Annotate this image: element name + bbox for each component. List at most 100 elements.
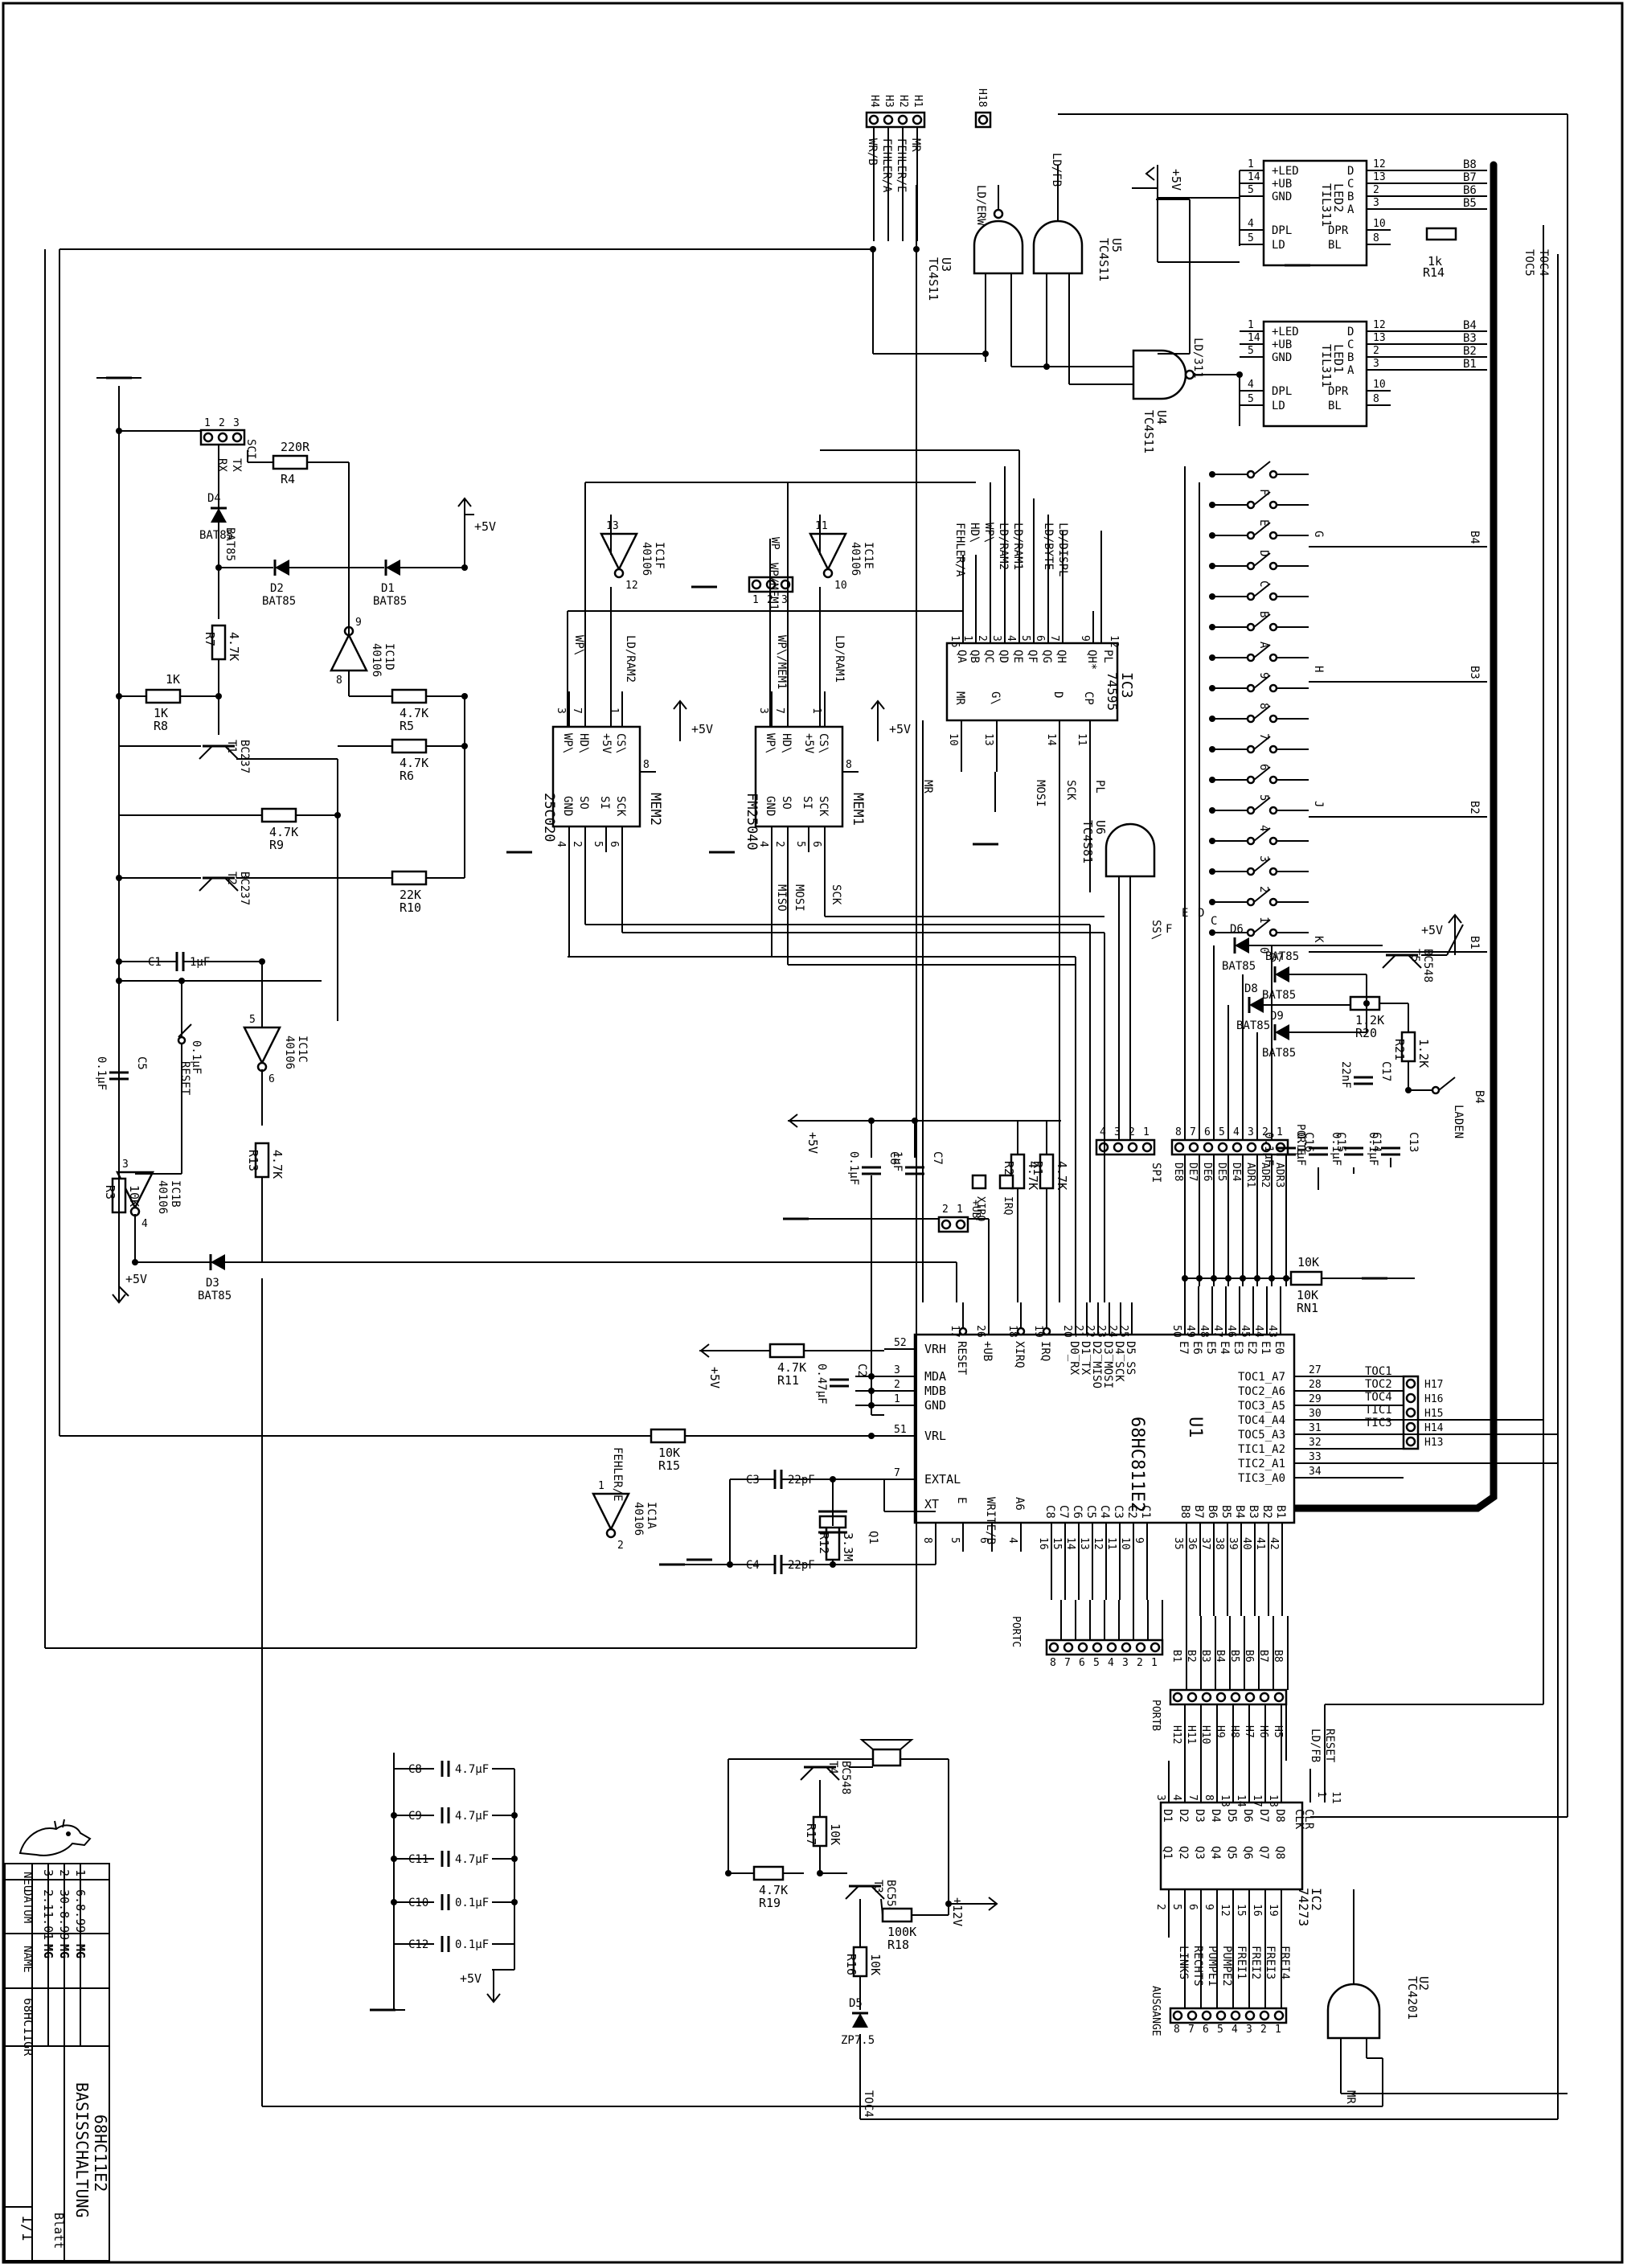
- top-signal: FEHLER/E: [895, 138, 908, 192]
- mcu-pin-TIC3_A0: TIC3_A0: [1238, 1472, 1285, 1485]
- timer-signal: TOC4: [1365, 1391, 1392, 1404]
- supply-arrow: [112, 1294, 126, 1304]
- d1-value: BAT85: [373, 595, 407, 608]
- d5-ref: D5: [849, 1997, 863, 2010]
- led-pin: DPR: [1328, 385, 1349, 398]
- ic2-pin: D7: [1257, 1809, 1270, 1823]
- toc5-label: TOC5: [1522, 249, 1535, 277]
- wp-pin: 1: [752, 594, 759, 606]
- diode-d6: [1235, 937, 1249, 954]
- pin-num: 18: [1267, 1794, 1279, 1807]
- pin-num: 13: [1373, 171, 1386, 183]
- c12-ref: C12: [408, 1938, 428, 1951]
- c6-value: 0.1µF: [847, 1151, 860, 1185]
- header-pin: [1188, 1142, 1199, 1153]
- junction-dot: [1211, 1275, 1217, 1282]
- ausgange-signal: FREI3: [1264, 1946, 1277, 1979]
- d4-value: BAT85: [199, 529, 233, 542]
- pin-num: 2: [894, 1379, 900, 1391]
- junction-dot: [870, 246, 876, 252]
- ausgange-signal: RECHTS: [1191, 1946, 1204, 1987]
- c10-value: 0.1µF: [455, 1897, 489, 1909]
- portb-h: H11: [1185, 1725, 1197, 1744]
- mcu-pin-E2: E2: [1245, 1341, 1258, 1355]
- switch-label: B: [1257, 611, 1270, 617]
- led-pin: DPL: [1272, 385, 1292, 398]
- mcu-pin-C5: C5: [1084, 1505, 1097, 1519]
- pin-num: 23: [1095, 1325, 1107, 1338]
- ausgange-header: [1169, 2007, 1288, 2024]
- r13-ref: R13: [246, 1150, 260, 1171]
- toc4-label: TOC4: [1537, 249, 1550, 277]
- ld-ram2-ic3: LD/RAM2: [997, 523, 1010, 570]
- portb-pin: B1: [1170, 1650, 1182, 1663]
- switch-contact: [1268, 470, 1278, 479]
- pin-num: 34: [1309, 1466, 1322, 1478]
- c6-ref: C6: [887, 1151, 900, 1165]
- r20-value: 1.2K: [1355, 1013, 1384, 1027]
- pin-num: 4: [1006, 1537, 1018, 1544]
- mcu-pin-7: D3_MOSI: [1101, 1341, 1114, 1388]
- timer-pin: H16: [1424, 1393, 1443, 1405]
- mcu-ref: U1: [1185, 1417, 1205, 1438]
- d6-ref: D6: [1230, 923, 1244, 936]
- wp-mem1-label: WP\/MEM1: [775, 635, 788, 689]
- supply-arrow: [673, 699, 687, 710]
- ausgange-signal: FREI2: [1249, 1946, 1262, 1979]
- bus-label: B5: [1463, 197, 1477, 210]
- pin-num: 5: [1248, 393, 1254, 405]
- header-pin: [1172, 2010, 1183, 2021]
- mem-pin: HD\: [577, 733, 590, 753]
- d8-ref: D8: [1244, 982, 1258, 995]
- supply-arrow: [871, 699, 885, 710]
- ic3-pin: QE: [1011, 650, 1024, 663]
- pin-num: 5: [592, 841, 604, 847]
- header-pin: [1106, 1642, 1117, 1653]
- inverter: [599, 532, 639, 572]
- junction-dot: [1268, 1275, 1275, 1282]
- inverter-part: 40106: [370, 643, 383, 677]
- u2-ref: U2: [1416, 1976, 1431, 1991]
- mcu-pin-B1: B1: [1274, 1505, 1287, 1519]
- spi-pin: 4: [1100, 1126, 1106, 1138]
- mem1-chip: FM25040 MEM1: [744, 725, 866, 851]
- spi-pin: 1: [1143, 1126, 1150, 1138]
- pin-num: 25: [1117, 1325, 1129, 1338]
- pin-num: 7: [1186, 1794, 1199, 1801]
- pin-num: 41: [1254, 1537, 1266, 1550]
- led2-ref: LED2: [1331, 183, 1346, 212]
- mcu-pin-extal: EXTAL: [924, 1472, 961, 1487]
- switch-lever: [1253, 644, 1271, 658]
- q1-ref: Q1: [867, 1531, 879, 1544]
- pin-num: 8: [1373, 393, 1379, 405]
- mr-label: MR: [921, 780, 934, 794]
- supply-arrow: [699, 1343, 710, 1358]
- inverter-part: 40106: [283, 1036, 296, 1069]
- pin-num: 5: [1170, 1904, 1182, 1910]
- pin-num: 6: [1034, 635, 1046, 642]
- porte-signal: ADR3: [1273, 1163, 1285, 1187]
- led2-part: TIL311: [1319, 183, 1334, 227]
- reset-net-label: RESET: [1323, 1729, 1336, 1763]
- r12-value: 3.3M: [841, 1532, 855, 1561]
- pin-num: 11: [815, 520, 828, 532]
- mcu-pin-0: RESET: [955, 1341, 968, 1376]
- ic2-pin: D2: [1177, 1809, 1190, 1823]
- switch-contact: [1246, 653, 1256, 662]
- timer-signal: TOC1: [1365, 1365, 1392, 1378]
- transistor-collector: [1408, 954, 1422, 969]
- title-main: 68HC11E2: [91, 2114, 110, 2192]
- ic3-pin: PL: [1101, 650, 1114, 663]
- mcu-pin-vrl: VRL: [924, 1429, 946, 1443]
- switch-label: 5: [1257, 794, 1270, 801]
- header-pin: [1063, 1642, 1074, 1653]
- header-pin: [232, 432, 243, 443]
- c14-ref: C14: [1370, 1132, 1383, 1152]
- mcu-pin-9: D5_SS: [1124, 1341, 1137, 1375]
- led1-display: LED1 TIL311: [1262, 320, 1368, 428]
- mcu-pin-6: D2_MISO: [1090, 1341, 1103, 1388]
- pin-num: 10: [834, 580, 847, 592]
- mem-pin: CS\: [817, 733, 830, 753]
- sck-mem-label: SCK: [830, 884, 842, 905]
- pin-num: 39: [1227, 1537, 1239, 1550]
